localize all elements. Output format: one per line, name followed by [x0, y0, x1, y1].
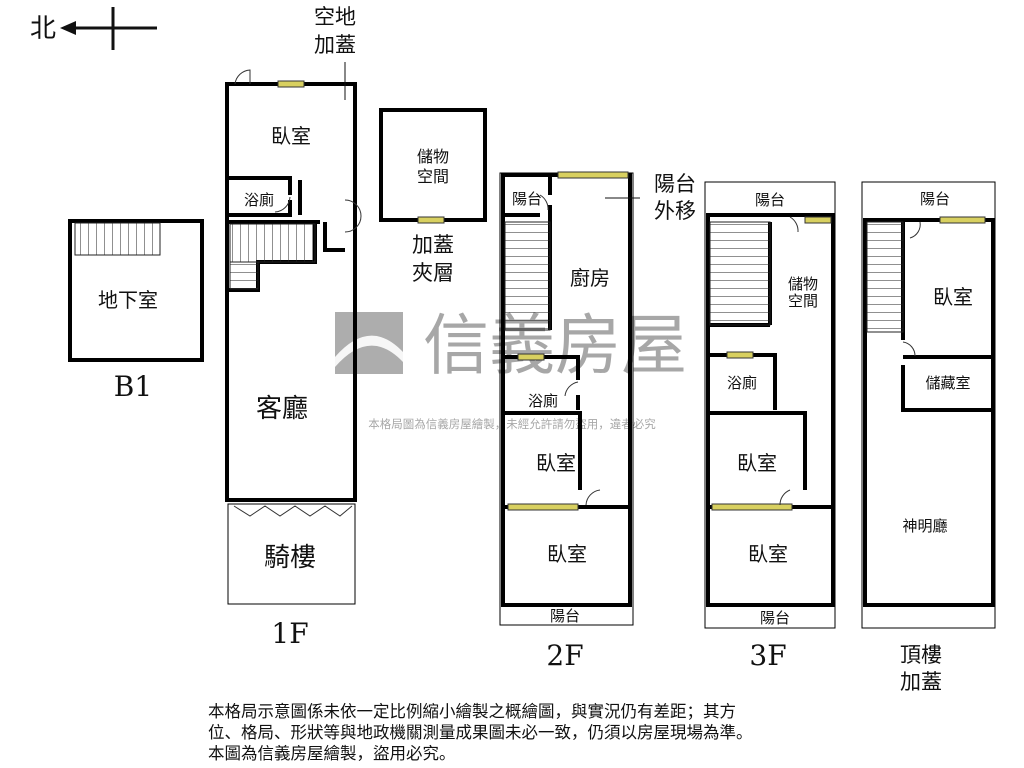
- room-3f-balcony-top: 陽台: [755, 191, 785, 209]
- 3f-outline: [706, 213, 835, 607]
- room-1f-bathroom: 浴廁: [244, 191, 274, 209]
- watermark-subtext: 本格局圖為信義房屋繪製，未經允許請勿盜用，違者必究: [368, 417, 656, 431]
- floor-label-b1: B1: [114, 370, 152, 403]
- disclaimer-line-3: 本圖為信義房屋繪製，盜用必究。: [208, 744, 456, 763]
- annotation-2f-line1: 陽台: [654, 172, 696, 196]
- roof-outline: [863, 218, 995, 607]
- room-2f-bathroom: 浴廁: [528, 392, 558, 410]
- watermark: 信義房屋 本格局圖為信義房屋繪製，未經允許請勿盜用，違者必究: [335, 307, 687, 431]
- room-3f-bathroom: 浴廁: [727, 374, 757, 392]
- floor-label-3f: 3F: [749, 639, 786, 672]
- room-3f-storage-2: 空間: [788, 292, 818, 310]
- floor-label-roof-1: 頂樓: [900, 643, 942, 667]
- room-2f-balcony-top: 陽台: [512, 190, 542, 208]
- room-mezz-storage-2: 空間: [417, 167, 449, 186]
- mezz-label-1: 加蓋: [412, 233, 454, 257]
- room-1f-bedroom: 臥室: [271, 124, 311, 148]
- floor-label-2f: 2F: [546, 639, 583, 672]
- mezz-label-2: 夾層: [412, 261, 454, 285]
- room-mezz-storage-1: 儲物: [417, 147, 449, 166]
- room-2f-balcony-bottom: 陽台: [550, 607, 580, 625]
- north-label: 北: [30, 14, 56, 44]
- disclaimer-line-2: 位、格局、形狀等與地政機關測量成果圖未必一致，仍須以房屋現場為準。: [208, 723, 753, 742]
- annotation-1f-line1: 空地: [314, 5, 356, 29]
- room-2f-kitchen: 廚房: [570, 266, 610, 290]
- room-roof-balcony: 陽台: [920, 190, 950, 208]
- room-roof-shrine: 神明廳: [902, 517, 947, 535]
- stairs-icon: [74, 221, 904, 333]
- room-3f-bedroom-2: 臥室: [748, 542, 788, 566]
- room-3f-balcony-bottom: 陽台: [760, 609, 790, 627]
- window-icon: [277, 80, 986, 511]
- room-3f-storage-1: 儲物: [788, 275, 818, 293]
- annotation-1f-line2: 加蓋: [314, 33, 356, 57]
- floor-label-1f: 1F: [271, 617, 308, 650]
- room-3f-bedroom-1: 臥室: [737, 451, 777, 475]
- floor-label-roof-2: 加蓋: [900, 670, 942, 694]
- b1-outline: [68, 219, 204, 362]
- annotation-2f-line2: 外移: [654, 199, 696, 223]
- disclaimer-line-1: 本格局示意圖係未依一定比例縮小繪製之概繪圖，與實況仍有差距；其方: [208, 702, 736, 721]
- room-roof-storage: 儲藏室: [925, 374, 970, 392]
- room-1f-arcade: 騎樓: [264, 543, 316, 573]
- watermark-brand: 信義房屋: [423, 307, 687, 384]
- door-icon: [233, 69, 921, 517]
- arcade-outline: [227, 503, 356, 605]
- room-roof-bedroom: 臥室: [933, 285, 973, 309]
- room-2f-bedroom-1: 臥室: [536, 451, 576, 475]
- north-arrow-icon: [60, 7, 157, 50]
- disclaimer: 本格局示意圖係未依一定比例縮小繪製之概繪圖，與實況仍有差距；其方 位、格局、形狀…: [208, 701, 848, 764]
- room-basement: 地下室: [98, 288, 158, 312]
- room-2f-bedroom-2: 臥室: [547, 542, 587, 566]
- room-1f-living: 客廳: [256, 394, 308, 424]
